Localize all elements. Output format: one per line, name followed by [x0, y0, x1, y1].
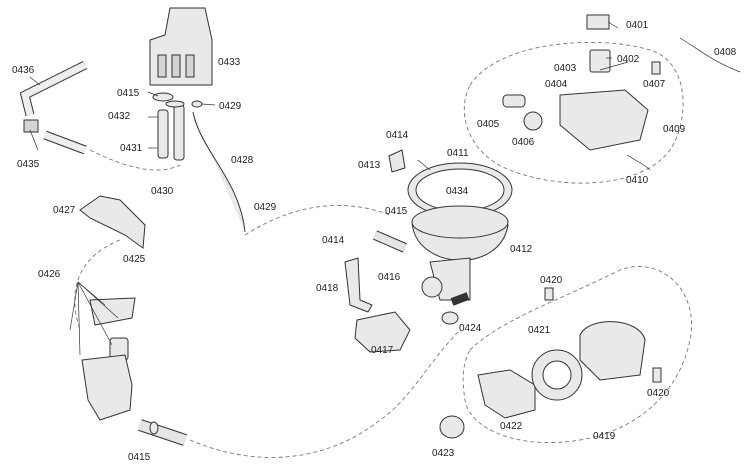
label-0429-top: 0429 [219, 101, 242, 112]
part-0402 [589, 49, 611, 73]
label-0409: 0409 [663, 124, 686, 135]
leader-lines [29, 21, 629, 356]
label-0404: 0404 [545, 79, 568, 90]
part-0420a [544, 287, 554, 301]
label-0433: 0433 [218, 57, 241, 68]
label-0434: 0434 [446, 186, 469, 197]
label-0428: 0428 [231, 155, 254, 166]
label-0408: 0408 [714, 47, 737, 58]
label-0431: 0431 [120, 143, 143, 154]
part-0409-valve-body [559, 89, 649, 151]
hose-route-left-loop [74, 239, 121, 331]
part-0418-bracket [344, 257, 373, 313]
label-0430: 0430 [151, 186, 174, 197]
part-0424-hose [450, 292, 470, 306]
label-0410: 0410 [626, 175, 649, 186]
label-0414-left: 0414 [322, 235, 345, 246]
label-0406: 0406 [512, 137, 535, 148]
label-0419: 0419 [593, 431, 616, 442]
label-0411: 0411 [447, 148, 469, 159]
label-0412: 0412 [510, 244, 533, 255]
label-0435: 0435 [17, 159, 40, 170]
label-0407: 0407 [643, 79, 666, 90]
label-0413: 0413 [358, 160, 381, 171]
label-0436: 0436 [12, 65, 35, 76]
label-0418: 0418 [316, 283, 339, 294]
label-0405: 0405 [477, 119, 500, 130]
label-0417: 0417 [371, 345, 394, 356]
part-0401 [586, 14, 610, 30]
label-0429-bottom: 0429 [254, 202, 277, 213]
part-0413-clip [388, 149, 406, 173]
part-0436-hose-elbow [19, 60, 88, 155]
part-0423-seal [439, 415, 465, 439]
hose-route-left [89, 149, 181, 171]
group-outline-pump [462, 266, 692, 444]
part-0420b [652, 367, 662, 383]
label-0422: 0422 [500, 421, 523, 432]
part-0433-softener [149, 7, 213, 86]
hose-route-middle [244, 205, 391, 236]
part-0424-ring [441, 311, 459, 325]
label-0420-top: 0420 [540, 275, 563, 286]
label-0403: 0403 [554, 63, 577, 74]
part-0417-valve [354, 311, 411, 353]
hose-route-bottom [189, 329, 461, 458]
part-0410-clamp [626, 154, 651, 171]
label-0426: 0426 [38, 269, 61, 280]
label-0416: 0416 [378, 272, 401, 283]
label-0432: 0432 [108, 111, 131, 122]
label-0424: 0424 [459, 323, 482, 334]
label-0414-top: 0414 [386, 130, 409, 141]
part-0411-sump [407, 162, 513, 301]
part-0405 [502, 94, 526, 108]
label-0423: 0423 [432, 448, 455, 459]
label-0402: 0402 [617, 54, 640, 65]
label-0427: 0427 [53, 205, 76, 216]
label-0401: 0401 [626, 20, 649, 31]
label-0415-top: 0415 [117, 88, 140, 99]
part-0427-cover [79, 195, 146, 249]
part-0419-motor [579, 321, 646, 381]
part-0407 [651, 61, 661, 75]
label-0415-middle: 0415 [385, 206, 408, 217]
group-outline-top-right [463, 41, 684, 184]
part-0426-assembly [81, 297, 187, 446]
part-0406-ring [523, 111, 543, 131]
label-0425: 0425 [123, 254, 146, 265]
part-0422-pump [477, 369, 536, 419]
label-0421: 0421 [528, 325, 551, 336]
part-0408-wire [679, 37, 741, 73]
part-0430-hoses [152, 92, 246, 233]
label-0420-right: 0420 [647, 388, 670, 399]
label-0415-bottom: 0415 [128, 452, 151, 463]
